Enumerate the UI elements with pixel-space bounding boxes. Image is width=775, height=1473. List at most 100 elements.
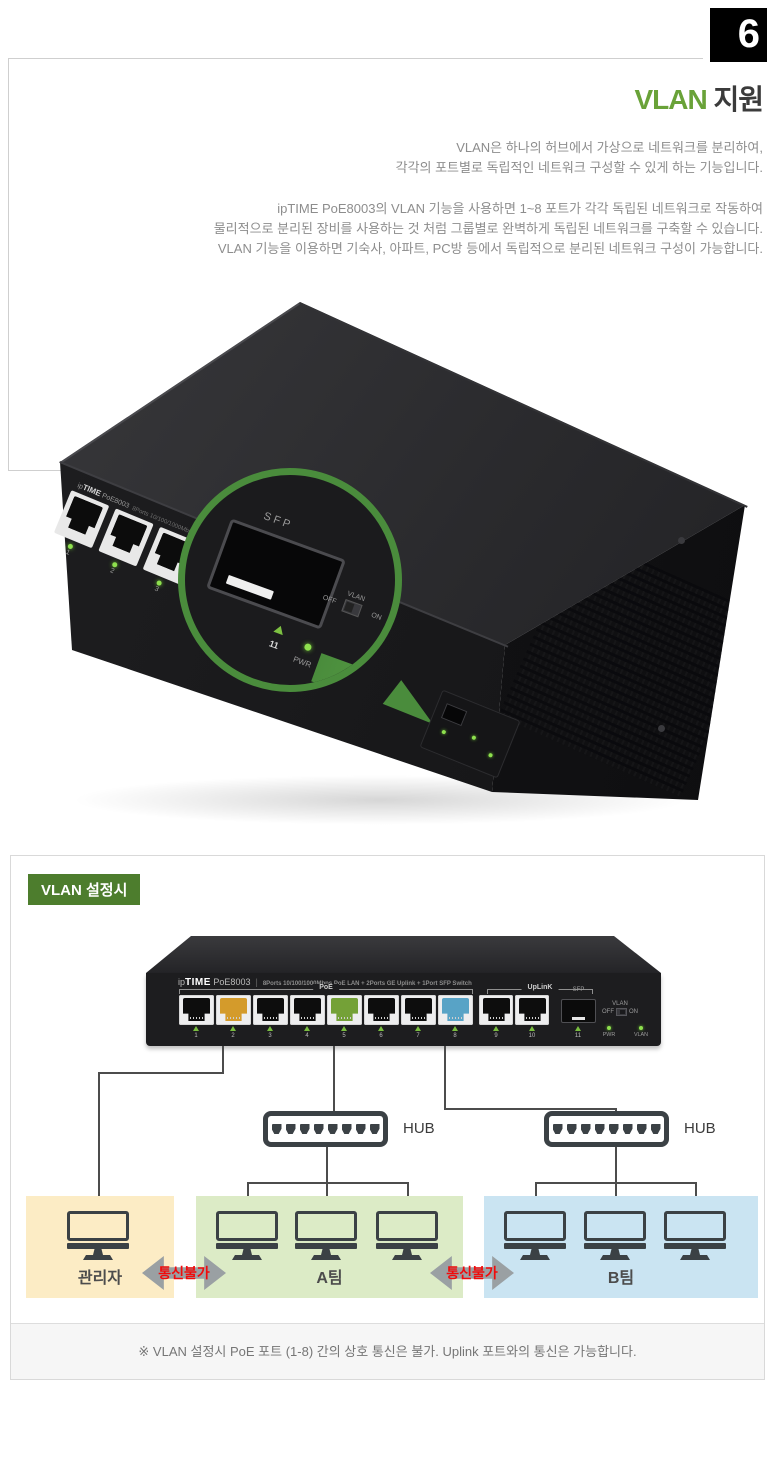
group-team-b-label: B팀 bbox=[607, 1270, 635, 1287]
port-number: 5 bbox=[334, 1026, 354, 1039]
rj45-jack-icon bbox=[368, 998, 395, 1021]
cable-hub1 bbox=[326, 1147, 328, 1184]
frame-line-top bbox=[8, 58, 703, 59]
computer-icon bbox=[216, 1211, 278, 1260]
port-number: 11 bbox=[568, 1026, 588, 1039]
sfp-slot bbox=[561, 999, 596, 1023]
rj45-jack-icon bbox=[183, 998, 210, 1021]
frame-line-bottom bbox=[8, 470, 100, 471]
on-label: ON bbox=[370, 611, 383, 623]
group-team-b: B팀 bbox=[484, 1196, 758, 1298]
poe-port-1 bbox=[179, 995, 214, 1025]
poe-port-7 bbox=[401, 995, 436, 1025]
computer-icon bbox=[664, 1211, 726, 1260]
footnote: ※ VLAN 설정시 PoE 포트 (1-8) 간의 상호 통신은 불가. Up… bbox=[11, 1323, 764, 1379]
poe-port-3 bbox=[253, 995, 288, 1025]
section-number-badge: 6 bbox=[710, 8, 767, 62]
rj45-jack-yellow-icon bbox=[220, 998, 247, 1021]
port-number: 4 bbox=[297, 1026, 317, 1039]
intro-line: VLAN은 하나의 허브에서 가상으로 네트워크를 분리하여, bbox=[456, 140, 763, 155]
page-title-highlight: VLAN bbox=[634, 84, 707, 115]
cable-hub2 bbox=[615, 1147, 617, 1184]
uplink-port-10 bbox=[515, 995, 549, 1025]
poe-port-5 bbox=[327, 995, 362, 1025]
cable-port5 bbox=[333, 1046, 335, 1112]
vlan-led: VLAN bbox=[628, 1026, 654, 1038]
blocked-label: 통신불가 bbox=[158, 1265, 210, 1281]
sfp-latch bbox=[225, 574, 274, 600]
port-number: 9 bbox=[486, 1026, 506, 1039]
rj45-jack-icon bbox=[62, 496, 103, 537]
rj45-jack-green-icon bbox=[331, 998, 358, 1021]
port-11-label: 11 bbox=[259, 621, 293, 656]
poe-group-bracket: PoE bbox=[179, 984, 473, 994]
computer-icon bbox=[376, 1211, 438, 1260]
led-icon bbox=[639, 1026, 643, 1030]
led-icon bbox=[370, 652, 380, 662]
hub-a-label: HUB bbox=[403, 1120, 435, 1137]
switch-brand: ipTIME PoE8003|8Ports 10/100/1000Mbps Po… bbox=[178, 977, 472, 988]
vlan-toggle-label: VLAN bbox=[612, 1001, 628, 1007]
poe-port-6 bbox=[364, 995, 399, 1025]
rj45-jack-icon bbox=[257, 998, 284, 1021]
poe-port-8 bbox=[438, 995, 473, 1025]
cable-port8 bbox=[444, 1046, 446, 1110]
group-team-a-label: A팀 bbox=[316, 1270, 343, 1287]
on-label: ON bbox=[629, 1009, 638, 1015]
desc-line: ipTIME PoE8003의 VLAN 기능을 사용하면 1~8 포트가 각각… bbox=[277, 201, 763, 216]
off-label: OFF bbox=[602, 1009, 614, 1015]
hub-b bbox=[544, 1111, 669, 1147]
intro-paragraph: VLAN은 하나의 허브에서 가상으로 네트워크를 분리하여, 각각의 포트별로… bbox=[396, 138, 763, 178]
cable-port2 bbox=[98, 1072, 100, 1213]
pwr-led: PWR bbox=[291, 641, 318, 673]
vlan-diagram-panel: VLAN 설정시 ipTIME PoE8003|8Ports 10/100/10… bbox=[10, 855, 765, 1380]
switch-spec: 8Ports 10/100/1000Mbps PoE LAN + 2Ports … bbox=[262, 981, 472, 987]
led-triangle-icon bbox=[273, 624, 286, 636]
group-team-a: A팀 bbox=[196, 1196, 463, 1298]
port-number: 6 bbox=[371, 1026, 391, 1039]
rj45-jack-icon bbox=[405, 998, 432, 1021]
cable-port2 bbox=[98, 1072, 224, 1074]
sfp-label: SFP bbox=[261, 510, 295, 532]
port-number: 3 bbox=[260, 1026, 280, 1039]
led-icon bbox=[607, 1026, 611, 1030]
pwr-led: PWR bbox=[596, 1026, 622, 1038]
description-paragraph: ipTIME PoE8003의 VLAN 기능을 사용하면 1~8 포트가 각각… bbox=[214, 199, 763, 259]
uplink-group-bracket: UpLinK bbox=[487, 984, 593, 994]
poe-port-2 bbox=[216, 995, 251, 1025]
blocked-communication-2: 통신불가 bbox=[430, 1256, 514, 1290]
switch-top-face bbox=[146, 936, 661, 973]
port-number: 8 bbox=[445, 1026, 465, 1039]
computer-icon bbox=[504, 1211, 566, 1260]
port-number: 10 bbox=[522, 1026, 542, 1039]
blocked-communication-1: 통신불가 bbox=[142, 1256, 226, 1290]
product-photo: ipTIME PoE8003 8Ports 10/100/1000Mbps Po… bbox=[30, 295, 748, 835]
cable-port8 bbox=[444, 1108, 617, 1110]
intro-line: 각각의 포트별로 독립적인 네트워크 구성할 수 있게 하는 기능입니다. bbox=[395, 160, 763, 175]
rj45-jack-icon bbox=[107, 514, 148, 555]
poe-port-4 bbox=[290, 995, 325, 1025]
port-number: 1 bbox=[186, 1026, 206, 1039]
cable-team-a bbox=[247, 1182, 409, 1184]
led-icon bbox=[303, 642, 313, 652]
sfp-slot bbox=[206, 518, 346, 630]
hub-b-label: HUB bbox=[684, 1120, 716, 1137]
desc-line: 물리적으로 분리된 장비를 사용하는 것 처럼 그룹별로 완벽하게 독립된 네트… bbox=[213, 221, 763, 236]
computer-icon bbox=[67, 1211, 129, 1260]
rj45-jack-icon bbox=[483, 998, 510, 1021]
vlan-toggle: VLAN OFF ON bbox=[602, 1001, 638, 1016]
group-manager: 관리자 bbox=[26, 1196, 174, 1298]
rj45-jack-icon bbox=[294, 998, 321, 1021]
desc-line: VLAN 기능을 이용하면 기숙사, 아파트, PC방 등에서 독립적으로 분리… bbox=[217, 241, 763, 256]
hub-a bbox=[263, 1111, 388, 1147]
rj45-jack-blue-icon bbox=[442, 998, 469, 1021]
port-number: 7 bbox=[408, 1026, 428, 1039]
uplink-port-9 bbox=[479, 995, 513, 1025]
screw-icon bbox=[658, 725, 665, 732]
cable-port2 bbox=[222, 1046, 224, 1074]
toggle-knob bbox=[616, 1008, 627, 1016]
screw-icon bbox=[678, 537, 685, 544]
